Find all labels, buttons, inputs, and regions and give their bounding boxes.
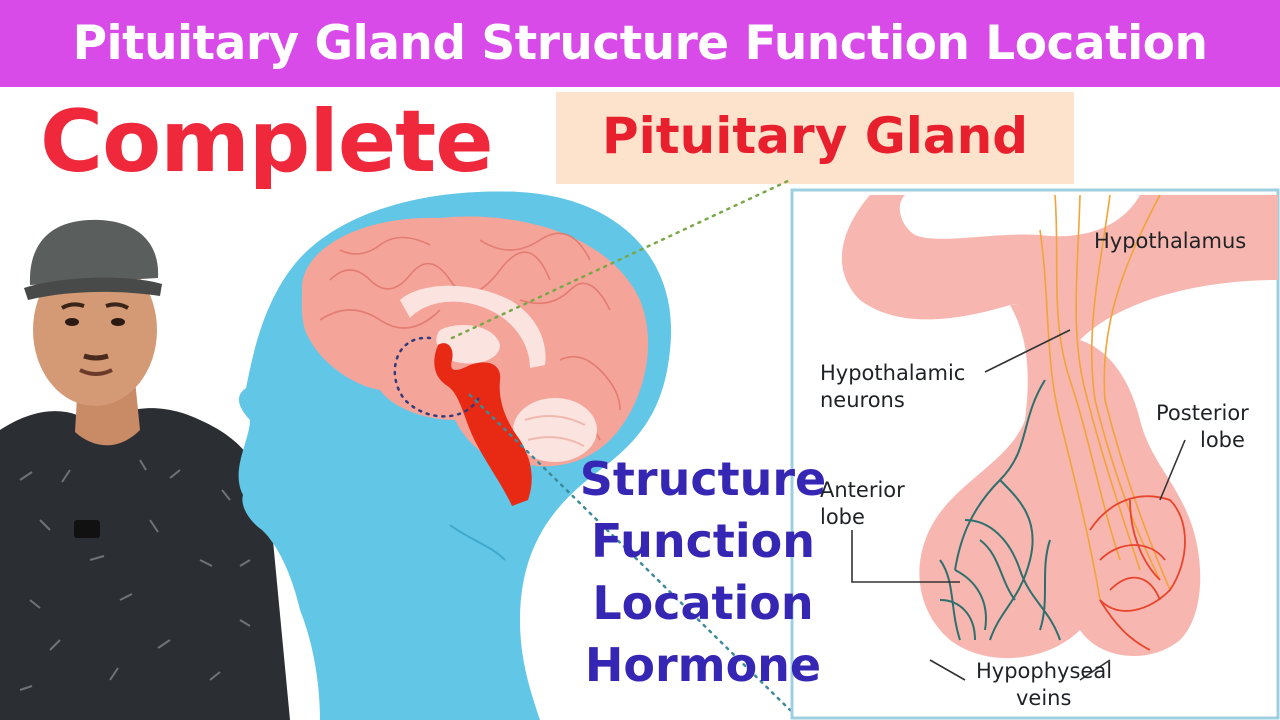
title-banner: Pituitary Gland Structure Function Locat…	[0, 0, 1280, 90]
headline-complete: Complete	[40, 92, 494, 192]
label-hypothalamic-neurons-2: neurons	[820, 388, 905, 412]
pituitary-diagram	[841, 194, 1278, 681]
topic-list: Structure Function Location Hormone	[572, 448, 834, 696]
label-anterior-2: lobe	[820, 505, 865, 529]
topic-function: Function	[590, 514, 815, 568]
hypothalamus-region	[841, 195, 1278, 360]
cerebellum	[513, 398, 597, 462]
label-hypothalamus: Hypothalamus	[1094, 229, 1247, 253]
presenter-shirt	[0, 408, 290, 720]
label-hypophyseal-2: veins	[1016, 686, 1072, 710]
label-posterior-1: Posterior	[1156, 401, 1249, 425]
leader-lines	[851, 329, 1186, 681]
presenter-cap	[29, 219, 159, 285]
topic-location: Location	[592, 576, 814, 630]
anterior-vessels	[939, 379, 1061, 641]
label-hypothalamic-neurons-1: Hypothalamic	[820, 361, 966, 385]
presenter-figure	[0, 219, 290, 720]
pituitary-gland-body	[919, 300, 1201, 659]
pituitary-gland-tag: Pituitary Gland	[556, 92, 1074, 184]
tag-text: Pituitary Gland	[601, 107, 1029, 165]
banner-title: Pituitary Gland Structure Function Locat…	[72, 16, 1208, 71]
topic-hormone: Hormone	[584, 638, 822, 692]
nerve-fibres	[1039, 194, 1171, 601]
brainstem	[434, 343, 532, 506]
magnifier-lines	[393, 178, 792, 712]
label-hypophyseal-1: Hypophyseal	[976, 659, 1113, 683]
corpus-callosum	[400, 285, 546, 368]
topic-structure: Structure	[579, 452, 827, 506]
lapel-mic	[74, 520, 100, 538]
posterior-arteries	[1089, 495, 1186, 651]
label-posterior-2: lobe	[1200, 428, 1245, 452]
label-anterior-1: Anterior	[820, 478, 905, 502]
